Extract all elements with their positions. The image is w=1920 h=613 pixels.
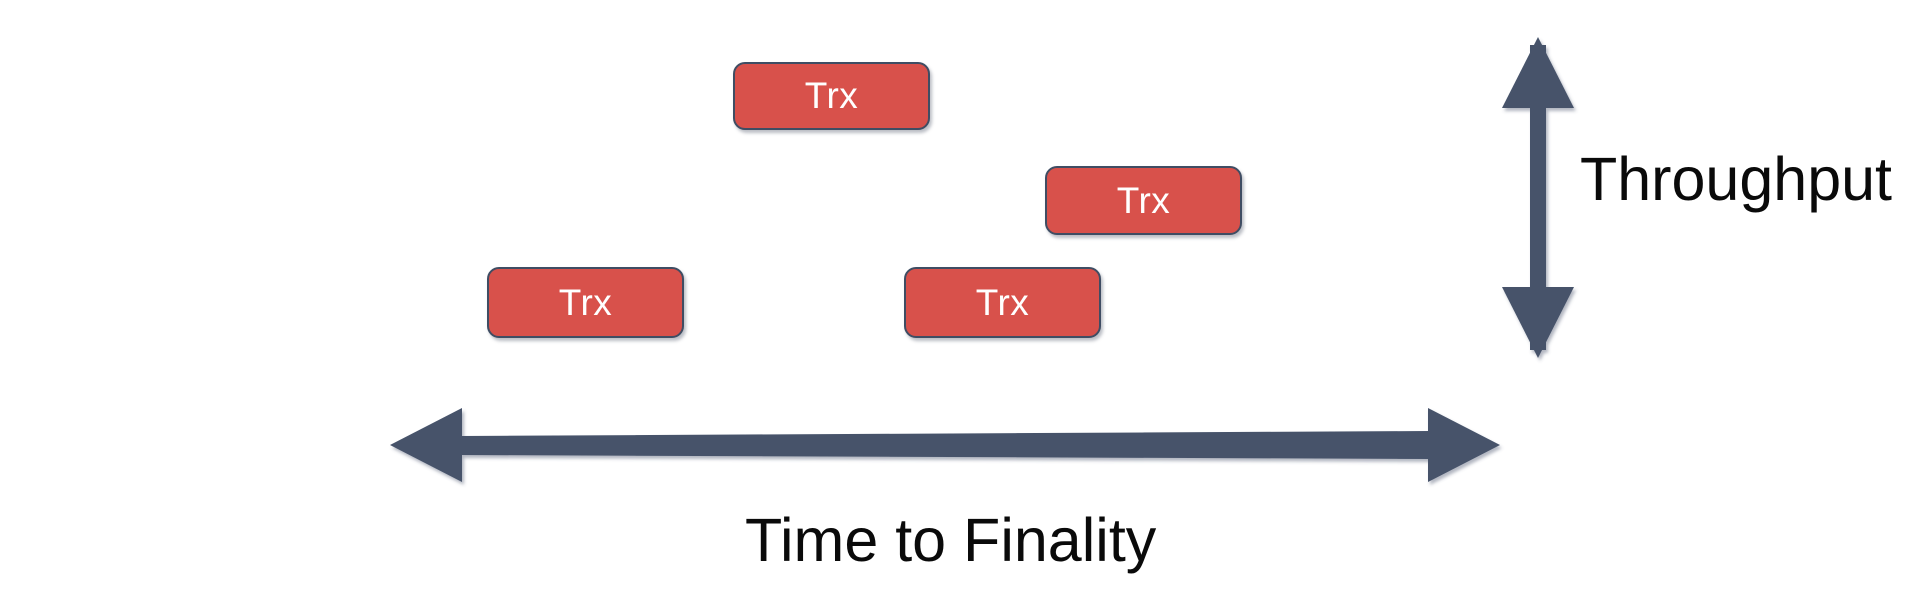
throughput-axis-label: Throughput: [1580, 145, 1892, 213]
time-to-finality-axis-label: Time to Finality: [745, 506, 1157, 574]
time-to-finality-double-arrow: [390, 408, 1500, 482]
trx-box-3[interactable]: Trx: [487, 267, 684, 338]
trx-box-3-label: Trx: [558, 281, 613, 323]
trx-box-2-label: Trx: [1116, 179, 1171, 221]
trx-box-2[interactable]: Trx: [1045, 166, 1242, 235]
trx-box-1[interactable]: Trx: [733, 62, 930, 130]
trx-box-4[interactable]: Trx: [904, 267, 1101, 338]
throughput-double-arrow: [1502, 37, 1574, 358]
trx-box-4-label: Trx: [975, 281, 1030, 323]
trx-box-1-label: Trx: [804, 75, 859, 116]
